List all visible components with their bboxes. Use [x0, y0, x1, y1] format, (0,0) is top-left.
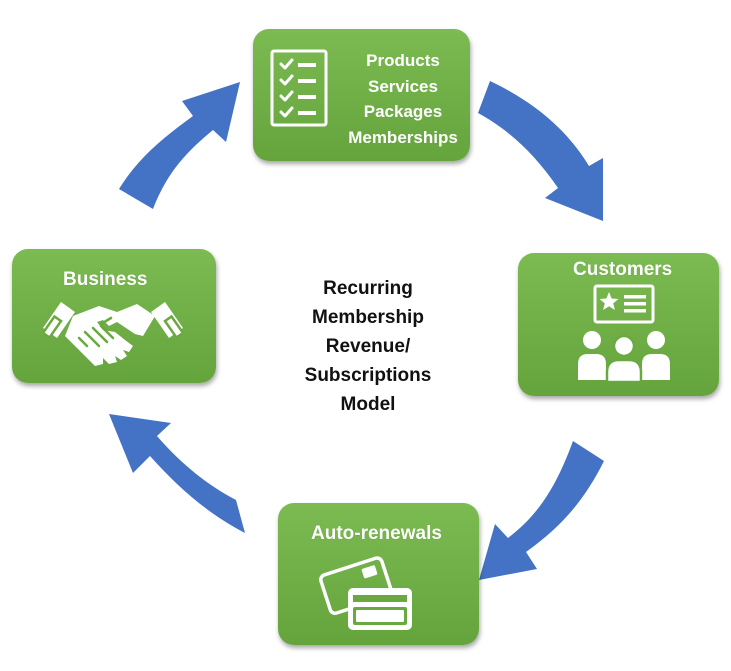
customers-box: Customers: [518, 253, 719, 396]
model-title-line: Recurring: [323, 278, 413, 299]
offering-item: Packages: [363, 102, 443, 121]
offering-item: Products: [366, 51, 440, 70]
handshake-icon: [43, 302, 183, 366]
business-box: Business: [12, 249, 216, 383]
model-title-line: Subscriptions: [304, 365, 432, 386]
offerings-box: Products Services Packages Memberships: [253, 29, 470, 161]
model-title-line: Model: [340, 394, 396, 415]
offering-item: Services: [368, 76, 438, 96]
customers-label: Customers: [573, 259, 673, 280]
model-title: Recurring Membership Revenue/ Subscripti…: [268, 274, 468, 419]
arrow-business-to-offerings: [119, 82, 240, 209]
offering-item: Memberships: [348, 127, 458, 147]
auto-renewals-label: Auto-renewals: [311, 523, 442, 544]
arrow-renewals-to-business: [109, 414, 245, 533]
offerings-list: Products Services Packages Memberships: [338, 48, 468, 150]
business-label: Business: [63, 269, 148, 290]
model-title-line: Revenue/: [325, 336, 411, 357]
checklist-icon: [270, 49, 328, 127]
arrow-offerings-to-customers: [478, 81, 603, 221]
arrow-customers-to-renewals: [479, 441, 604, 580]
model-title-line: Membership: [312, 307, 424, 328]
credit-cards-icon: [319, 556, 412, 630]
auto-renewals-box: Auto-renewals: [278, 503, 479, 645]
customers-star-card-icon: [578, 284, 670, 382]
